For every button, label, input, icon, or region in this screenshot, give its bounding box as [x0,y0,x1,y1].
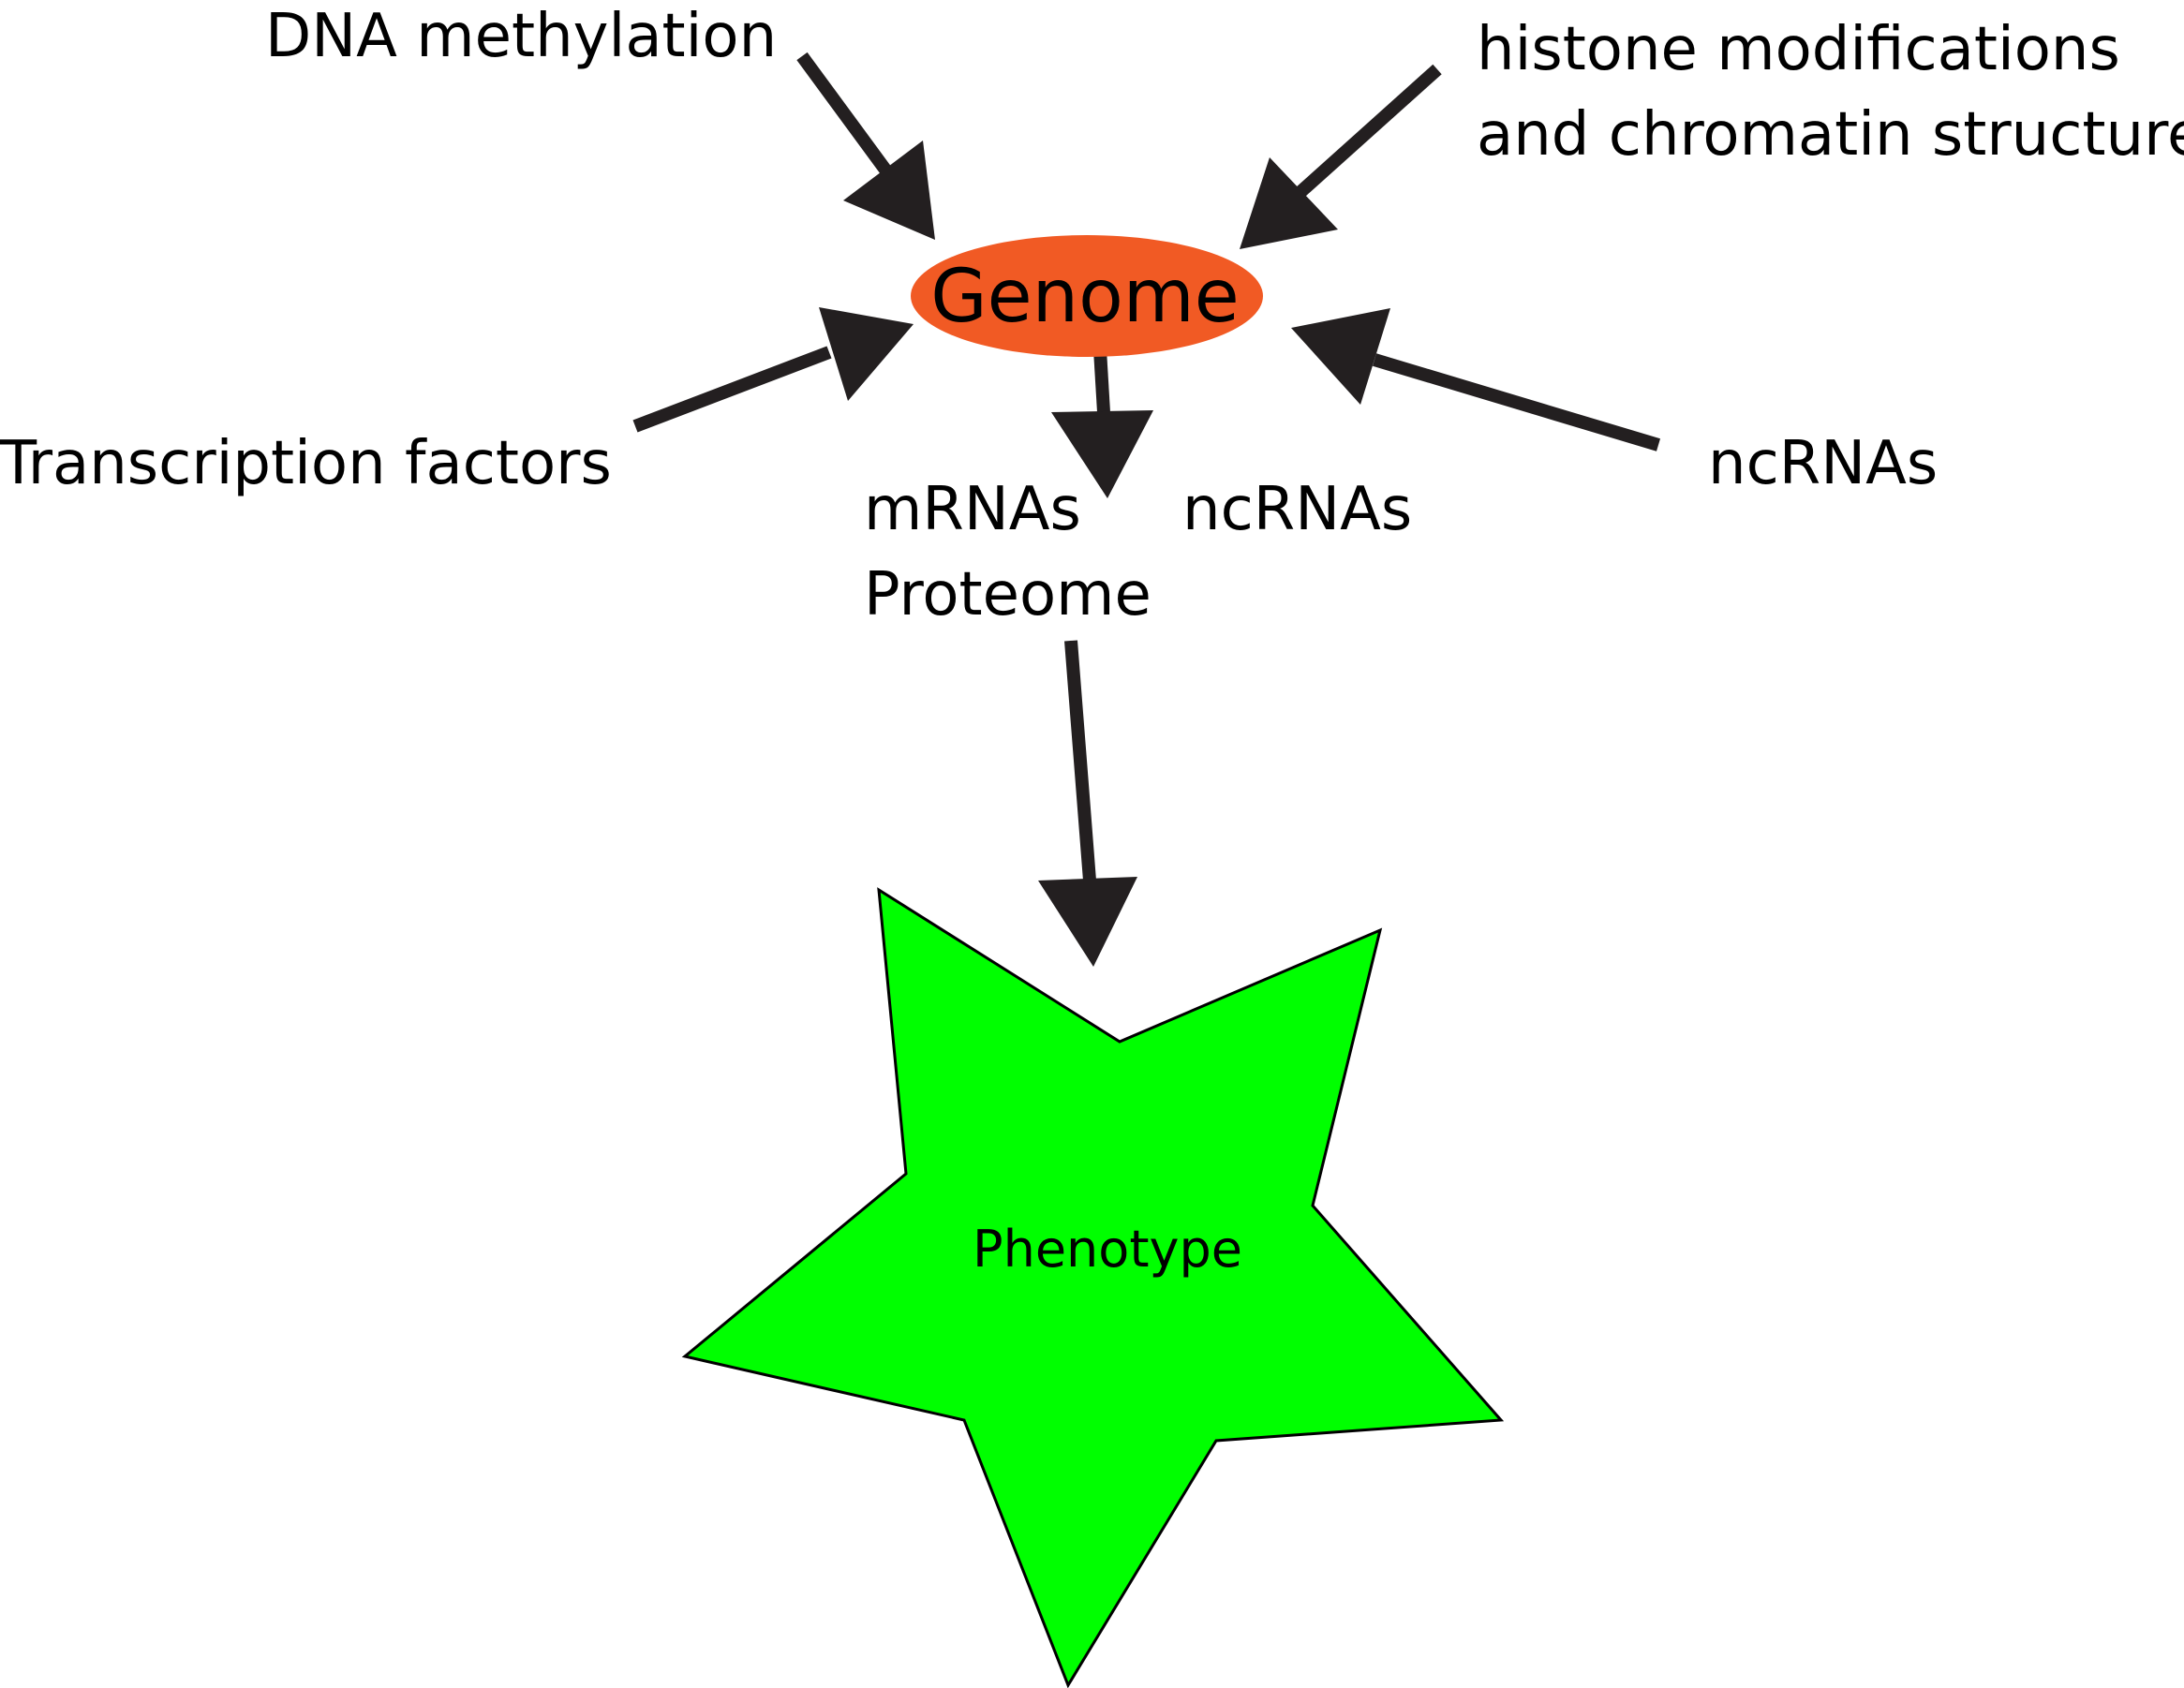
dna-methylation-label: DNA methylation [265,2,777,71]
phenotype-node: Phenotype [681,887,1505,1688]
arrow-ncrnas-input [1291,308,1661,452]
arrow-histone-modifications [1240,64,1442,249]
genome-node: Genome [911,235,1263,357]
genome-ellipse [911,235,1263,357]
ncrnas-input-label: ncRNAs [1708,429,1938,498]
transcription-factors-label: Transcription factors [0,429,612,498]
proteome-label: Proteome [864,560,1151,629]
genome-label: Genome [930,255,1240,339]
arrow-transcription-factors [632,307,914,433]
histone-modifications-label-line1: histone modifications [1477,15,2120,84]
arrow-to-phenotype [1038,640,1137,967]
mrnas-label: mRNAs [864,475,1081,544]
phenotype-label: Phenotype [973,1220,1242,1279]
phenotype-star [681,887,1505,1688]
arrow-dna-methylation [796,52,935,240]
ncrnas-output-label: ncRNAs [1182,475,1412,544]
histone-modifications-label-line2: and chromatin structure [1477,100,2184,170]
